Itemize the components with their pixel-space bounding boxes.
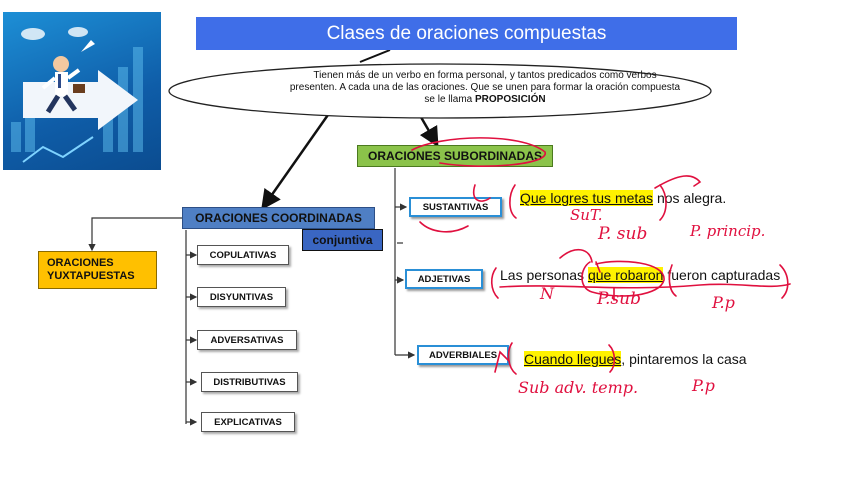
annotation-sust: SuT. xyxy=(570,206,603,224)
annotation-po: P.p xyxy=(692,376,715,395)
circle-subordinadas xyxy=(412,138,545,166)
annotation-p-sub: P. sub xyxy=(598,224,647,244)
annotation-p-sub-2: P.sub xyxy=(597,289,641,309)
annotation-p-princip: P. princip. xyxy=(690,222,765,240)
annotation-pp: P.p xyxy=(712,293,735,312)
annotation-n: N xyxy=(540,284,554,303)
annotation-sub-adv-temp: Sub adv. temp. xyxy=(518,378,638,397)
